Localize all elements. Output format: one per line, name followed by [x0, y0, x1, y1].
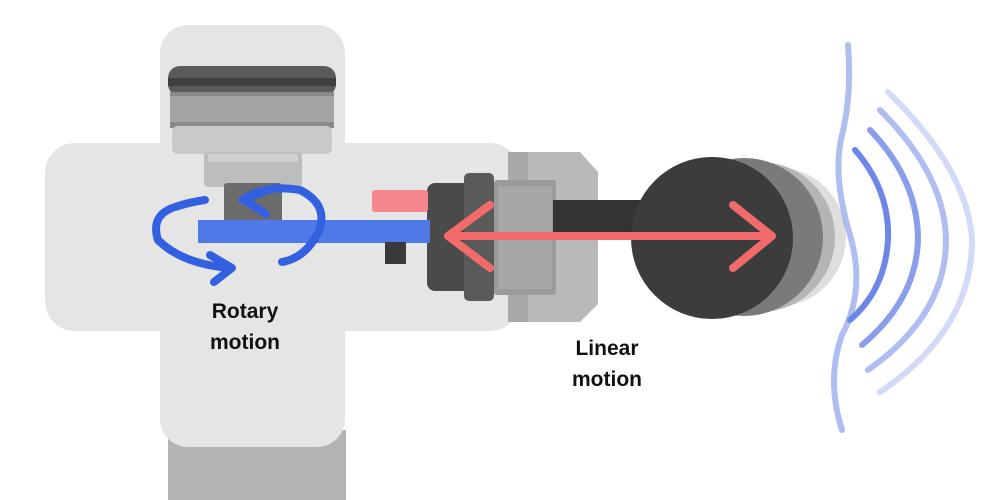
linear-label-line-1: Linear [575, 337, 639, 360]
crank-arm [198, 220, 430, 243]
pin-bottom [385, 242, 406, 264]
rotary-label-line-2: motion [210, 331, 280, 354]
rotary-motion-label: Rotary motion [185, 296, 305, 358]
motor [168, 66, 336, 187]
vibration-waves [831, 42, 976, 433]
rotary-motion-arrows [152, 184, 326, 286]
rotary-label-line-1: Rotary [211, 300, 279, 323]
linear-label-line-2: motion [572, 368, 642, 391]
pin-top [372, 190, 428, 212]
linear-motion-arrow [444, 201, 776, 272]
linear-motion-label: Linear motion [545, 333, 669, 395]
